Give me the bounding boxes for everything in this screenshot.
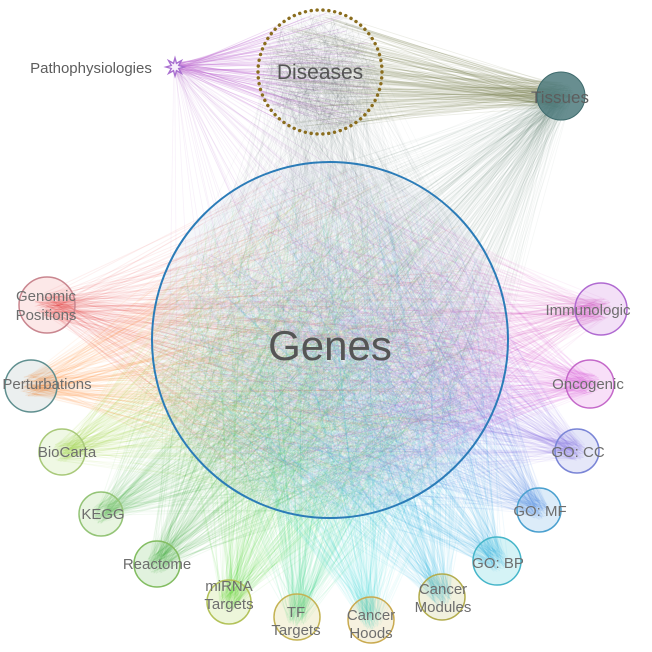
- edge-bundle-oncogenic-to-genes: [164, 180, 600, 500]
- oncogenic-circle: [565, 359, 615, 409]
- node-mirna_targets[interactable]: [206, 579, 252, 625]
- diseases-circle: [256, 8, 384, 136]
- edge-bundle-immunologic-to-genes: [164, 173, 613, 512]
- label-pathophysiologies: Pathophysiologies: [30, 60, 152, 77]
- label-cancer_modules: Cancer: [419, 581, 467, 598]
- label-go_bp: GO: BP: [472, 555, 524, 572]
- node-genes[interactable]: [151, 161, 509, 519]
- reactome-circle: [133, 540, 181, 588]
- label-genomic_positions: Genomic: [16, 288, 77, 305]
- edge-bundle-diseases-to-genes: [167, 14, 498, 510]
- edge-bundle-go_mf-to-genes: [160, 171, 550, 520]
- node-diseases[interactable]: [256, 8, 384, 136]
- edge-bundle-go_cc-to-genes: [160, 170, 587, 513]
- node-perturbations[interactable]: [4, 359, 58, 413]
- label-go_cc: GO: CC: [551, 444, 605, 461]
- immunologic-circle: [574, 282, 628, 336]
- label-perturbations: Perturbations: [2, 376, 91, 393]
- label-immunologic: Immunologic: [545, 302, 631, 319]
- edge-bundle-go_bp-to-genes: [171, 168, 508, 572]
- edge-bundles-layer: [19, 10, 613, 631]
- tissues-circle: [536, 71, 586, 121]
- node-reactome[interactable]: [133, 540, 181, 588]
- label-mirna_targets: miRNA: [205, 578, 253, 595]
- label-cancer_modules: Modules: [415, 599, 472, 616]
- label-tf_targets: Targets: [271, 622, 320, 639]
- edge-bundle-kegg-to-genes: [91, 171, 501, 525]
- label-genes: Genes: [268, 322, 392, 369]
- mirna_targets-circle: [206, 579, 252, 625]
- perturbations-circle: [4, 359, 58, 413]
- label-cancer_hoods: Cancer: [347, 607, 395, 624]
- label-go_mf: GO: MF: [513, 503, 566, 520]
- node-tf_targets[interactable]: [273, 593, 321, 641]
- edge-bundle-mirna_targets-to-genes: [163, 168, 495, 612]
- cancer_hoods-circle: [347, 596, 395, 644]
- node-biocarta[interactable]: [38, 428, 86, 476]
- label-cancer_hoods: Hoods: [349, 625, 392, 642]
- label-biocarta: BioCarta: [38, 444, 97, 461]
- edge-bundle-pathophysiologies-to-genes: [169, 62, 486, 501]
- node-go_bp[interactable]: [472, 536, 522, 586]
- kegg-circle: [78, 491, 124, 537]
- label-tissues: Tissues: [531, 88, 589, 107]
- edge-bundle-tissues-to-genes: [159, 83, 573, 511]
- node-go_cc[interactable]: [554, 428, 600, 474]
- go_mf-circle: [516, 487, 562, 533]
- go_cc-circle: [554, 428, 600, 474]
- pathophysiologies-star-glyph: [163, 55, 187, 79]
- label-genomic_positions: Positions: [16, 307, 77, 324]
- node-go_mf[interactable]: [516, 487, 562, 533]
- node-cancer_hoods[interactable]: [347, 596, 395, 644]
- node-pathophysiologies[interactable]: [163, 55, 187, 79]
- nodes-layer: [4, 8, 628, 644]
- node-immunologic[interactable]: [574, 282, 628, 336]
- biocarta-circle: [38, 428, 86, 476]
- edge-bundle-diseases-to-diseases: [259, 10, 380, 132]
- label-mirna_targets: Targets: [204, 596, 253, 613]
- node-kegg[interactable]: [78, 491, 124, 537]
- label-diseases: Diseases: [277, 61, 363, 84]
- edge-bundle-tissues-to-diseases: [259, 10, 575, 133]
- edge-bundle-cancer_hoods-to-genes: [164, 171, 489, 631]
- node-cancer_modules[interactable]: [418, 573, 466, 621]
- go_bp-circle: [472, 536, 522, 586]
- edge-bundle-reactome-to-genes: [146, 176, 500, 574]
- edge-bundle-cancer_modules-to-genes: [159, 176, 495, 607]
- node-oncogenic[interactable]: [565, 359, 615, 409]
- edge-bundle-biocarta-to-genes: [51, 172, 502, 509]
- label-kegg: KEGG: [81, 506, 124, 523]
- label-reactome: Reactome: [123, 556, 191, 573]
- label-oncogenic: Oncogenic: [552, 376, 624, 393]
- tf_targets-circle: [273, 593, 321, 641]
- label-tf_targets: TF: [287, 604, 305, 621]
- node-genomic_positions[interactable]: [18, 276, 76, 334]
- edge-bundle-tf_targets-to-genes: [158, 167, 484, 627]
- node-tissues[interactable]: [536, 71, 586, 121]
- edge-bundle-pathophysiologies-to-diseases: [170, 12, 375, 126]
- genes-circle: [151, 161, 509, 519]
- cancer_modules-circle: [418, 573, 466, 621]
- genomic_positions-circle: [18, 276, 76, 334]
